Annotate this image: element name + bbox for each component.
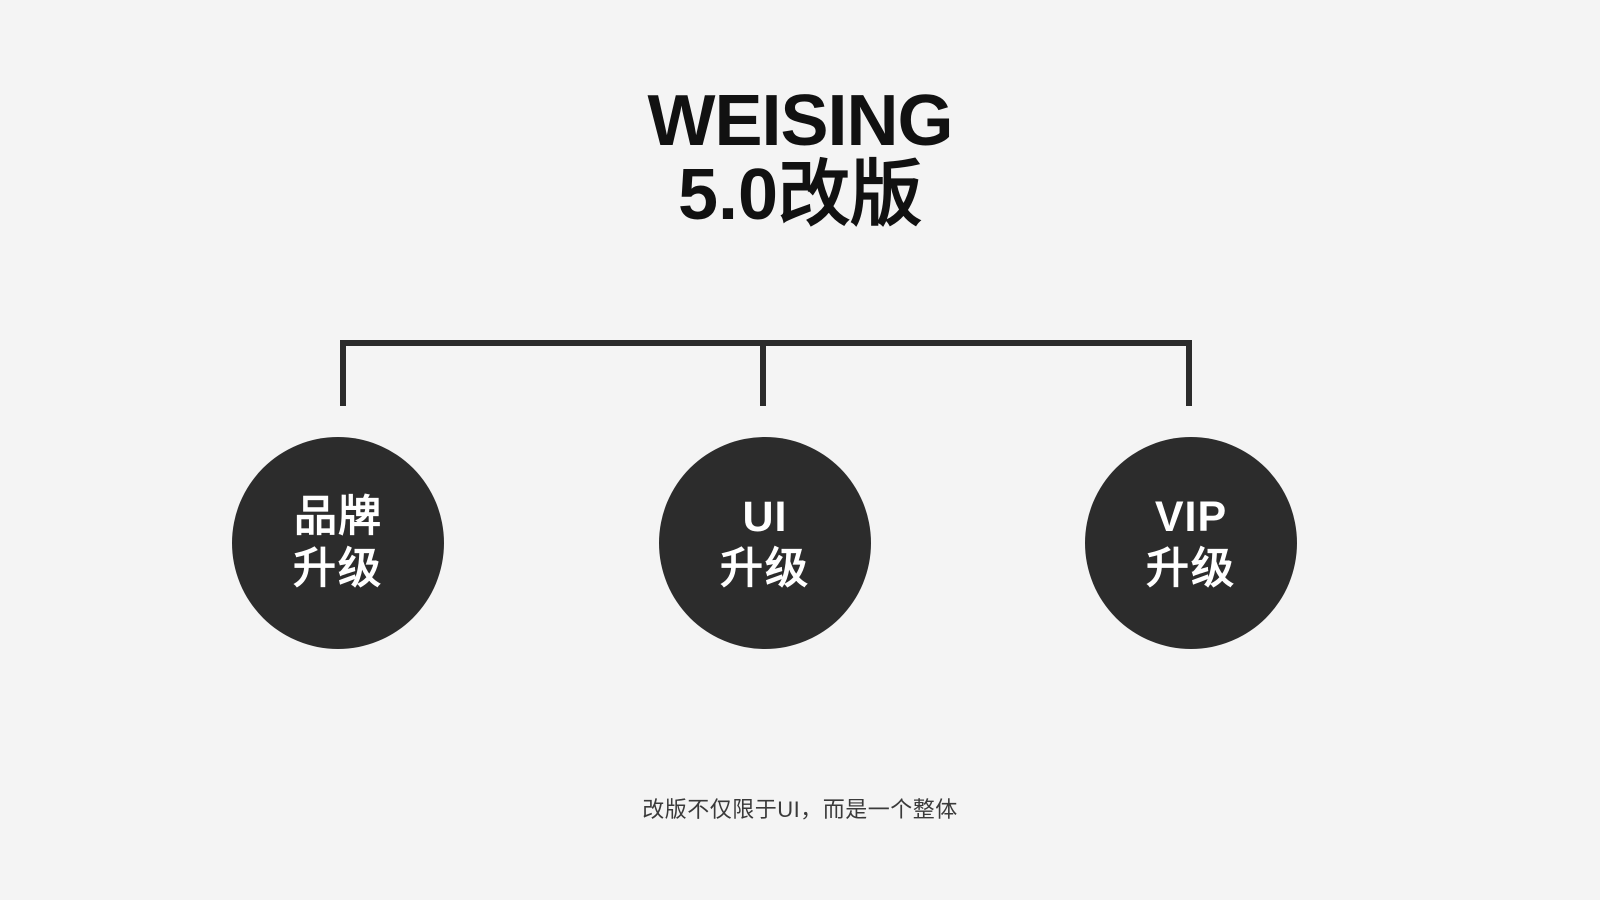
- slide-caption: 改版不仅限于UI，而是一个整体: [642, 797, 958, 822]
- node-vip-sublabel: 升级: [1146, 545, 1236, 593]
- node-ui-sublabel: 升级: [720, 545, 810, 593]
- node-vip-label: VIP: [1154, 493, 1228, 541]
- node-row: 品牌 升级 UI 升级 VIP 升级: [0, 437, 1600, 651]
- slide-title: WEISING 5.0改版: [0, 84, 1600, 232]
- node-brand-label: 品牌: [294, 493, 382, 541]
- node-ui[interactable]: UI 升级: [659, 437, 871, 649]
- node-brand-sublabel: 升级: [293, 545, 383, 593]
- title-line-secondary: 5.0改版: [677, 155, 923, 235]
- node-ui-label: UI: [742, 493, 788, 541]
- node-brand[interactable]: 品牌 升级: [232, 437, 444, 649]
- title-line-primary: WEISING: [647, 81, 953, 161]
- node-vip[interactable]: VIP 升级: [1085, 437, 1297, 649]
